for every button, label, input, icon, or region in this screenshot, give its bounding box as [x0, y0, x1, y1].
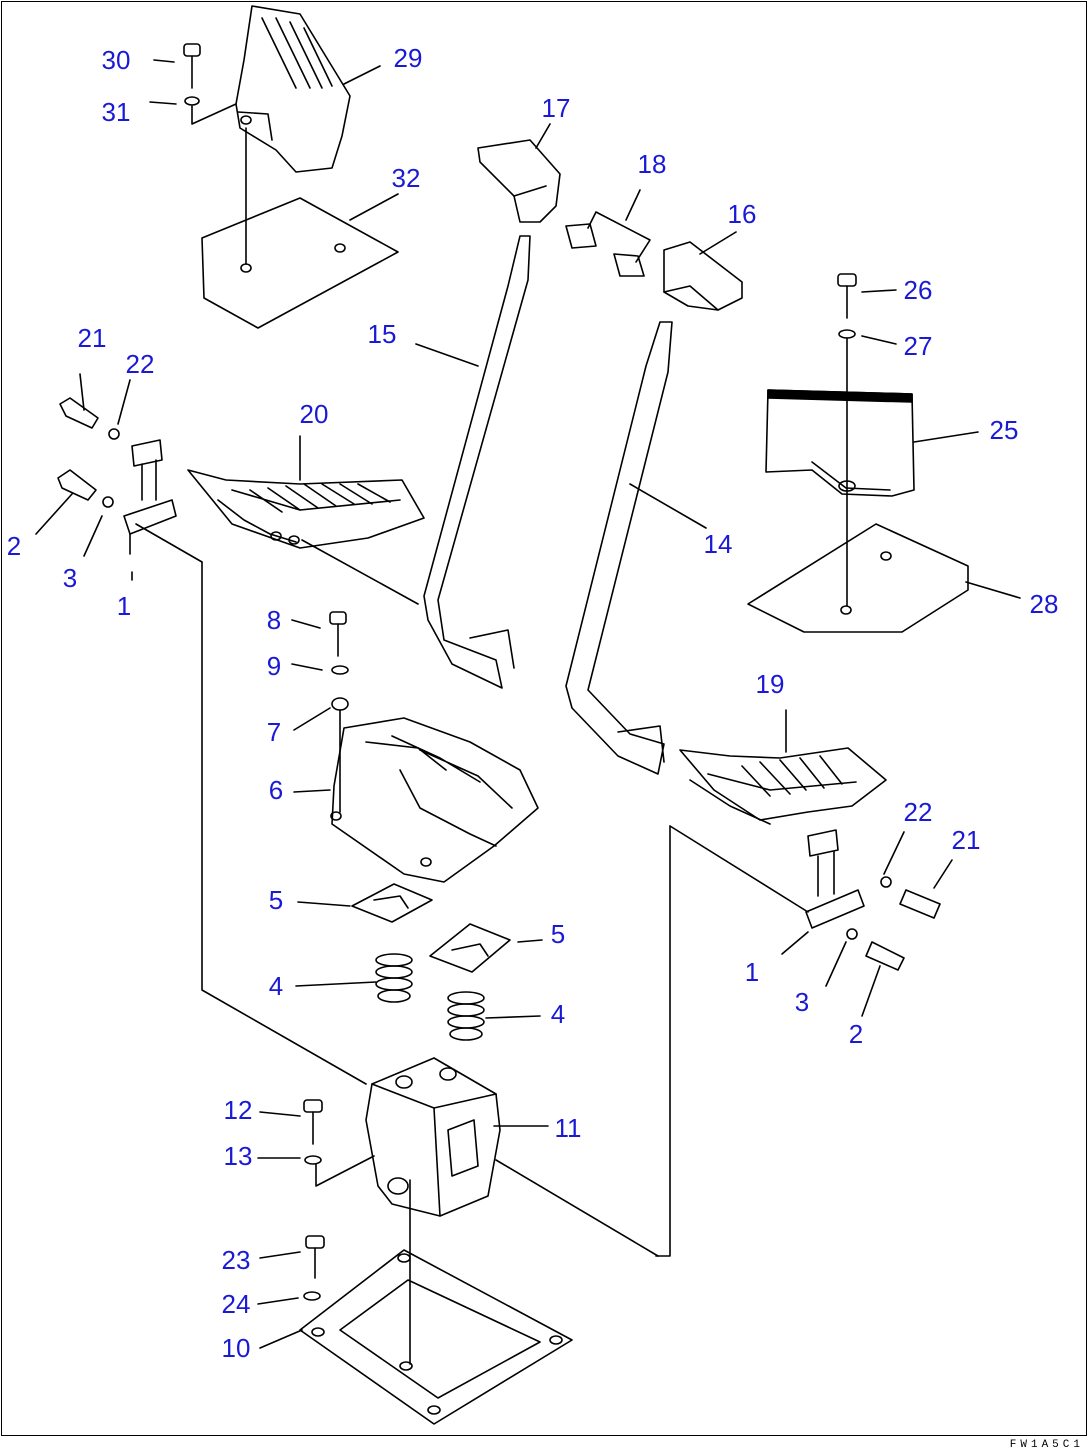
- part-21-bolt-right: [880, 876, 941, 919]
- callout-18: 18: [637, 149, 667, 179]
- part-6-cover: [330, 709, 539, 883]
- callout-9: 9: [266, 651, 282, 681]
- callout-5-b: 5: [550, 919, 566, 949]
- part-19-pedal: [679, 747, 887, 825]
- callout-14: 14: [703, 529, 733, 559]
- part-29-cover: [235, 5, 351, 173]
- callout-8: 8: [266, 605, 282, 635]
- callout-23: 23: [221, 1245, 251, 1275]
- callout-13: 13: [223, 1141, 253, 1171]
- callout-3-right: 3: [794, 987, 810, 1017]
- part-16-knob: [663, 241, 743, 311]
- callout-4-a: 4: [268, 971, 284, 1001]
- part-32-plate: [201, 127, 399, 329]
- callout-30: 30: [101, 45, 131, 75]
- callout-32: 32: [391, 163, 421, 193]
- callout-26: 26: [903, 275, 933, 305]
- part-11-valve: [365, 1057, 501, 1217]
- part-20-pedal: [187, 469, 425, 549]
- part-5-retainer-b: [429, 923, 511, 973]
- callout-24: 24: [221, 1289, 251, 1319]
- part-25-cover: [765, 389, 915, 497]
- assembly-lines: [35, 59, 1021, 1349]
- part-1-bracket-right: [805, 829, 865, 929]
- callout-27: 27: [903, 331, 933, 361]
- part-30-bolt: [183, 43, 237, 125]
- callout-21-right: 21: [951, 825, 981, 855]
- part-8-bolt: [329, 611, 349, 711]
- callout-31: 31: [101, 97, 131, 127]
- callout-1-right: 1: [744, 957, 760, 987]
- part-26-bolt: [837, 273, 857, 339]
- callout-2-left: 2: [6, 531, 22, 561]
- drawing-code: FW1A5C1: [1009, 1439, 1084, 1451]
- callout-7: 7: [266, 717, 282, 747]
- part-28-plate: [747, 337, 969, 633]
- callout-21-left: 21: [77, 323, 107, 353]
- callout-16: 16: [727, 199, 757, 229]
- part-21-bolt-left: [59, 397, 120, 440]
- part-2-bolt-left: [57, 469, 114, 508]
- part-4-spring-b: [447, 991, 485, 1041]
- part-4-spring-a: [375, 953, 413, 1003]
- callout-15: 15: [367, 319, 397, 349]
- callout-19: 19: [755, 669, 785, 699]
- part-5-retainer-a: [351, 883, 433, 923]
- callout-10: 10: [221, 1333, 251, 1363]
- part-1-bracket-left: [123, 439, 177, 581]
- callout-5-a: 5: [268, 885, 284, 915]
- part-23-bolt: [303, 1235, 325, 1301]
- callout-11: 11: [554, 1113, 582, 1143]
- callout-6: 6: [268, 775, 284, 805]
- callout-17: 17: [541, 93, 571, 123]
- callout-3-left: 3: [62, 563, 78, 593]
- callout-2-right: 2: [848, 1019, 864, 1049]
- part-10-gasket: [299, 1179, 573, 1425]
- callout-4-b: 4: [550, 999, 566, 1029]
- callout-28: 28: [1029, 589, 1059, 619]
- part-2-bolt-right: [846, 928, 905, 971]
- part-15-lever: [423, 235, 531, 689]
- callout-20: 20: [299, 399, 329, 429]
- part-17-knob: [477, 139, 561, 223]
- callout-12: 12: [223, 1095, 253, 1125]
- callout-25: 25: [989, 415, 1019, 445]
- part-12-bolt: [303, 1099, 375, 1187]
- part-14-lever: [565, 321, 673, 775]
- callout-1-left: 1: [116, 591, 132, 621]
- part-18-screws: [565, 211, 651, 277]
- callout-22-left: 22: [125, 349, 155, 379]
- callout-29: 29: [393, 43, 423, 73]
- callout-22-right: 22: [903, 797, 933, 827]
